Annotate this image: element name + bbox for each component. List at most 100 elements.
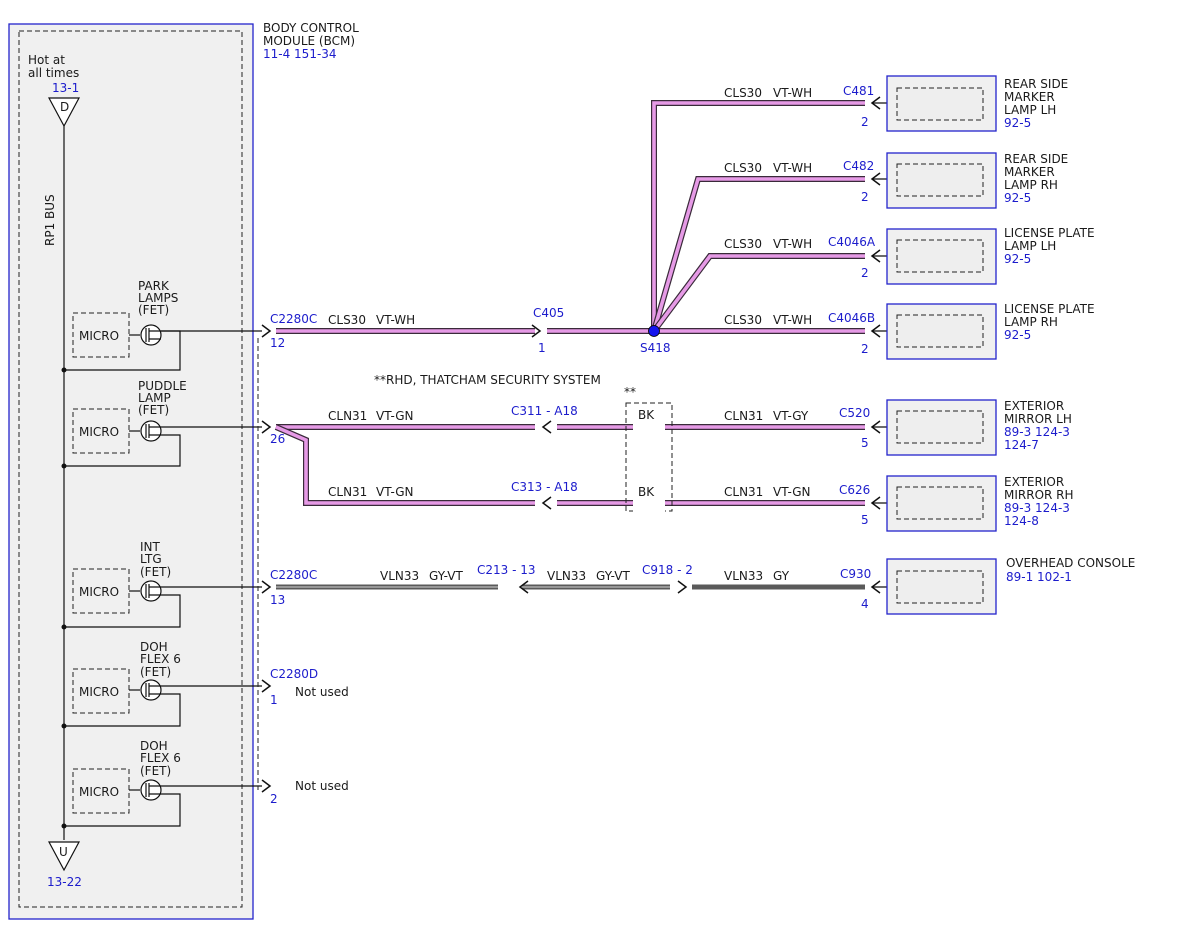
micro-box bbox=[72, 312, 130, 358]
pin-number: 1 bbox=[270, 693, 278, 707]
component-ref: 124-7 bbox=[1004, 438, 1039, 452]
component-ref: 124-8 bbox=[1004, 514, 1039, 528]
output-label: (FET) bbox=[138, 303, 169, 317]
pin-number: 2 bbox=[861, 115, 869, 129]
connector-c626: C626 bbox=[839, 483, 870, 497]
connector-arrow-icon bbox=[261, 324, 272, 338]
component-ref: 89-1 102-1 bbox=[1006, 570, 1072, 584]
output-doh-flex6-a: DOH FLEX 6 (FET) MICRO bbox=[61, 640, 262, 729]
pin-number: 2 bbox=[861, 266, 869, 280]
component-label: LICENSE PLATE bbox=[1004, 302, 1095, 316]
bcm-title-line1: BODY CONTROL bbox=[263, 21, 359, 35]
output-label: (FET) bbox=[140, 665, 171, 679]
fet-symbol bbox=[145, 328, 161, 342]
arrow-icon bbox=[518, 580, 529, 594]
circuit-label: CLN31 bbox=[328, 485, 367, 499]
connector-c482: C482 bbox=[843, 159, 874, 173]
component-rear-side-marker-rh: REAR SIDE MARKER LAMP RH 92-5 bbox=[886, 152, 1068, 209]
bus-junction bbox=[61, 463, 67, 469]
connector-c405: C405 bbox=[533, 306, 564, 320]
circuit-label: CLS30 bbox=[724, 86, 762, 100]
color-label: GY-VT bbox=[596, 569, 630, 583]
color-label: GY bbox=[773, 569, 790, 583]
component-ref: 92-5 bbox=[1004, 252, 1031, 266]
inline-connector-arrows bbox=[518, 96, 896, 594]
pin-number: 26 bbox=[270, 432, 285, 446]
fet-symbol bbox=[145, 584, 161, 598]
fet-icon bbox=[140, 580, 162, 602]
circuit-label: CLS30 bbox=[328, 313, 366, 327]
pin-number: 1 bbox=[538, 341, 546, 355]
component-label: MIRROR RH bbox=[1004, 488, 1074, 502]
fet-symbol bbox=[145, 424, 161, 438]
fet-symbol bbox=[145, 783, 161, 797]
connector-c213: C213 - 13 bbox=[477, 563, 536, 577]
hot-ref: 13-1 bbox=[52, 81, 79, 95]
ground-ref: 13-22 bbox=[47, 875, 82, 889]
connector-c2280c: C2280C bbox=[270, 312, 317, 326]
component-rear-side-marker-lh: REAR SIDE MARKER LAMP LH 92-5 bbox=[886, 75, 1068, 132]
connector-c2280d: C2280D bbox=[270, 667, 318, 681]
output-label: LAMP bbox=[138, 391, 171, 405]
fet-ground-path bbox=[64, 434, 181, 467]
micro-label: MICRO bbox=[79, 585, 119, 599]
component-license-plate-lamp-rh: LICENSE PLATE LAMP RH 92-5 bbox=[886, 302, 1095, 360]
micro-label: MICRO bbox=[79, 329, 119, 343]
component-ref: 92-5 bbox=[1004, 328, 1031, 342]
output-doh-flex6-b: DOH FLEX 6 (FET) MICRO bbox=[61, 739, 262, 829]
fet-ground-path bbox=[64, 693, 181, 727]
component-overhead-console: OVERHEAD CONSOLE 89-1 102-1 bbox=[886, 556, 1135, 615]
component-label: REAR SIDE bbox=[1004, 77, 1068, 91]
fet-icon bbox=[140, 779, 162, 801]
circuit-label: VLN33 bbox=[380, 569, 419, 583]
circuit-label: CLN31 bbox=[328, 409, 367, 423]
pin-number: 5 bbox=[861, 513, 869, 527]
output-label: (FET) bbox=[140, 565, 171, 579]
bcm-inner-border bbox=[18, 30, 243, 908]
bcm-refs: 11-4 151-34 bbox=[263, 47, 337, 61]
component-label: MARKER bbox=[1004, 90, 1055, 104]
connector-c520: C520 bbox=[839, 406, 870, 420]
color-label: VT-WH bbox=[773, 237, 812, 251]
circuit-label: CLN31 bbox=[724, 485, 763, 499]
output-label: DOH bbox=[140, 640, 168, 654]
micro-label: MICRO bbox=[79, 425, 119, 439]
output-label: LTG bbox=[140, 552, 162, 566]
wire-cls30-main bbox=[276, 100, 865, 337]
component-label: EXTERIOR bbox=[1004, 475, 1064, 489]
component-ref: 92-5 bbox=[1004, 116, 1031, 130]
pin-number: 2 bbox=[861, 190, 869, 204]
wire-labels: C2280C 12 CLS30 VT-WH C405 1 S418 CLS30 … bbox=[270, 84, 876, 806]
power-letter: D bbox=[60, 100, 69, 114]
bcm-outline bbox=[8, 23, 254, 920]
connector-c481: C481 bbox=[843, 84, 874, 98]
color-label: VT-WH bbox=[773, 86, 812, 100]
wire-cln31 bbox=[274, 424, 865, 506]
not-used-label: Not used bbox=[295, 779, 349, 793]
circuit-label: CLS30 bbox=[724, 161, 762, 175]
fet-ground-path bbox=[64, 594, 181, 628]
circuit-label: CLN31 bbox=[724, 409, 763, 423]
bk-label-bg bbox=[633, 494, 665, 512]
splice-s418: S418 bbox=[640, 341, 671, 355]
bus-junction bbox=[61, 367, 67, 373]
output-label: DOH bbox=[140, 739, 168, 753]
component-label: LAMP RH bbox=[1004, 178, 1058, 192]
connector-arrow-icon bbox=[261, 420, 272, 434]
rhd-note: **RHD, THATCHAM SECURITY SYSTEM bbox=[374, 373, 601, 387]
component-exterior-mirror-rh: EXTERIOR MIRROR RH 89-3 124-3 124-8 bbox=[886, 475, 1074, 532]
component-label: MIRROR LH bbox=[1004, 412, 1072, 426]
bus-junction bbox=[61, 723, 67, 729]
pin-number: 2 bbox=[861, 342, 869, 356]
body-control-module: BODY CONTROL MODULE (BCM) 11-4 151-34 Ho… bbox=[8, 21, 359, 920]
color-label: GY-VT bbox=[429, 569, 463, 583]
component-label: LAMP LH bbox=[1004, 103, 1056, 117]
component-label: MARKER bbox=[1004, 165, 1055, 179]
ground-triangle-icon bbox=[47, 841, 81, 872]
color-label: VT-WH bbox=[773, 313, 812, 327]
micro-label: MICRO bbox=[79, 785, 119, 799]
component-license-plate-lamp-lh: LICENSE PLATE LAMP LH 92-5 bbox=[886, 226, 1095, 285]
hot-label-line2: all times bbox=[28, 66, 79, 80]
circuit-label: CLS30 bbox=[724, 237, 762, 251]
hot-label-line1: Hot at bbox=[28, 53, 65, 67]
